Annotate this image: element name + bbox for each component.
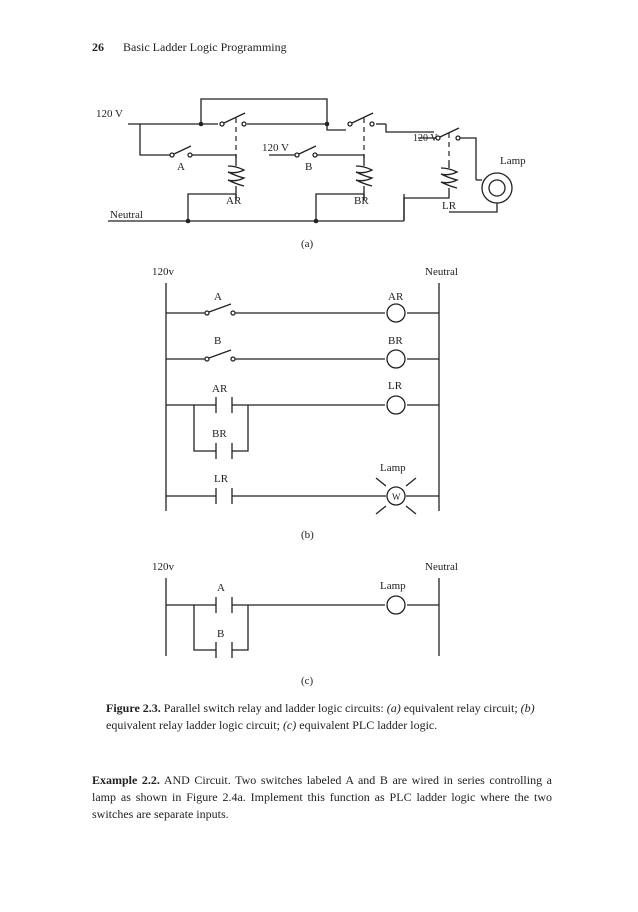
caption-text: equivalent PLC ladder logic. bbox=[296, 718, 438, 732]
figure-caption: Figure 2.3. Parallel switch relay and la… bbox=[106, 700, 546, 734]
panel-a-label: (a) bbox=[301, 238, 314, 250]
panel-c-label: (c) bbox=[301, 675, 314, 687]
panel-b-label: (b) bbox=[301, 529, 314, 541]
rung1-input-label: A bbox=[214, 291, 222, 303]
caption-text: equivalent relay circuit; bbox=[400, 701, 521, 715]
lamp-symbol bbox=[386, 486, 406, 506]
example-paragraph: Example 2.2. AND Circuit. Two switches l… bbox=[92, 772, 552, 823]
rung1-output-label: AR bbox=[388, 291, 404, 303]
supply-label-b: 120 V bbox=[262, 142, 289, 154]
plc-output-label: Lamp bbox=[380, 580, 406, 592]
example-text: AND Circuit. Two switches labeled A and … bbox=[92, 773, 552, 821]
rail-right-label-b: Neutral bbox=[425, 266, 458, 278]
figure-a-relay-circuit: 120 V 120 V 120 V Neutral A B AR BR LR L… bbox=[96, 98, 526, 250]
switch-a-label: A bbox=[177, 161, 185, 173]
example-label: Example 2.2. bbox=[92, 773, 160, 787]
plc-input-2-label: B bbox=[217, 628, 224, 640]
rail-right-label-c: Neutral bbox=[425, 561, 458, 573]
lamp-symbol-label: W bbox=[392, 492, 401, 502]
rung3-input-1-label: AR bbox=[212, 383, 228, 395]
caption-part-a: (a) bbox=[386, 701, 401, 715]
page-number: 26 bbox=[92, 40, 104, 54]
caption-part-b: (b) bbox=[520, 701, 535, 715]
caption-label: Figure 2.3. bbox=[106, 701, 161, 715]
rung4-input-label: LR bbox=[214, 473, 229, 485]
running-title: Basic Ladder Logic Programming bbox=[123, 40, 287, 54]
coil-ar-label: AR bbox=[226, 195, 242, 207]
rung2-output-label: BR bbox=[388, 335, 403, 347]
lamp-label: Lamp bbox=[500, 155, 526, 167]
plc-input-1-label: A bbox=[217, 582, 225, 594]
caption-text: Parallel switch relay and ladder logic c… bbox=[160, 701, 387, 715]
rung2-input-label: B bbox=[214, 335, 221, 347]
caption-text: equivalent relay ladder logic circuit; bbox=[106, 718, 283, 732]
switch-b-label: B bbox=[305, 161, 312, 173]
page-header: 26 Basic Ladder Logic Programming bbox=[92, 40, 287, 55]
rail-left-label-c: 120v bbox=[152, 561, 175, 573]
neutral-label: Neutral bbox=[110, 209, 143, 221]
rung3-output-label: LR bbox=[388, 380, 403, 392]
coil-br-label: BR bbox=[354, 195, 369, 207]
figure-c-plc-ladder: 120v Neutral A B Lamp (c) bbox=[152, 561, 458, 687]
coil-lr-label: LR bbox=[442, 200, 457, 212]
figure-b-relay-ladder: 120v Neutral A AR B BR AR BR LR LR Lamp bbox=[152, 266, 458, 541]
rung3-input-2-label: BR bbox=[212, 428, 227, 440]
supply-label-main: 120 V bbox=[96, 108, 123, 120]
rung4-output-label: Lamp bbox=[380, 462, 406, 474]
caption-part-c: (c) bbox=[282, 718, 297, 732]
rail-left-label-b: 120v bbox=[152, 266, 175, 278]
